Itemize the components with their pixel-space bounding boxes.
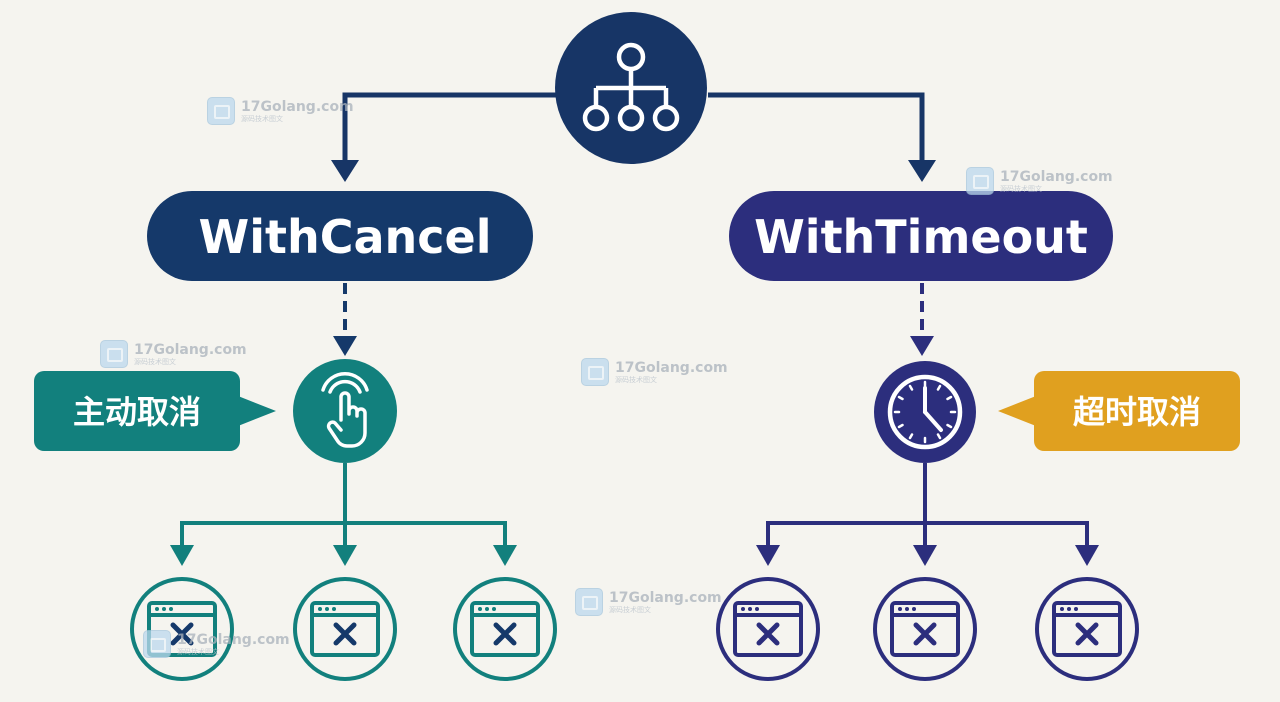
withcancel-node: WithCancel	[147, 191, 533, 281]
window-close-icon	[1052, 601, 1122, 657]
withcancel-label: WithCancel	[198, 210, 491, 264]
timeout-child-context-1	[716, 577, 820, 681]
hierarchy-icon	[582, 42, 680, 132]
cancel-child-context-2	[293, 577, 397, 681]
timeout-cancel-label: 超时取消	[1073, 393, 1201, 431]
timeout-child-context-2	[873, 577, 977, 681]
window-close-icon	[890, 601, 960, 657]
timeout-child-3-arrowhead	[1075, 545, 1099, 566]
root-context-node	[555, 12, 707, 164]
window-close-icon	[147, 601, 217, 657]
timeout-child-context-3	[1035, 577, 1139, 681]
manual-cancel-label: 主动取消	[73, 393, 201, 431]
cancel-child-context-3	[453, 577, 557, 681]
window-close-icon	[310, 601, 380, 657]
cancel-dashed-arrowhead	[333, 336, 357, 356]
cancel-child-1-arrowhead	[170, 545, 194, 566]
root-to-cancel-arrowhead	[331, 160, 359, 182]
root-to-timeout-connector	[708, 92, 925, 160]
cancel-child-context-1	[130, 577, 234, 681]
timeout-dashed-arrowhead	[910, 336, 934, 356]
root-to-cancel-connector	[342, 92, 556, 160]
manual-cancel-callout: 主动取消	[34, 371, 276, 451]
timeout-trigger-node	[874, 361, 976, 463]
cancel-child-3-arrowhead	[493, 545, 517, 566]
cancel-children-connectors	[180, 463, 507, 545]
window-close-icon	[733, 601, 803, 657]
timeout-cancel-callout: 超时取消	[998, 371, 1240, 451]
root-to-timeout-arrowhead	[908, 160, 936, 182]
withtimeout-label: WithTimeout	[754, 210, 1088, 264]
timeout-child-1-arrowhead	[756, 545, 780, 566]
cancel-child-2-arrowhead	[333, 545, 357, 566]
timeout-child-2-arrowhead	[913, 545, 937, 566]
timeout-children-connectors	[766, 463, 1089, 545]
cancel-trigger-node	[293, 359, 397, 463]
window-close-icon	[470, 601, 540, 657]
withtimeout-node: WithTimeout	[729, 191, 1113, 281]
hand-tap-icon	[321, 372, 369, 448]
clock-icon	[887, 374, 963, 450]
